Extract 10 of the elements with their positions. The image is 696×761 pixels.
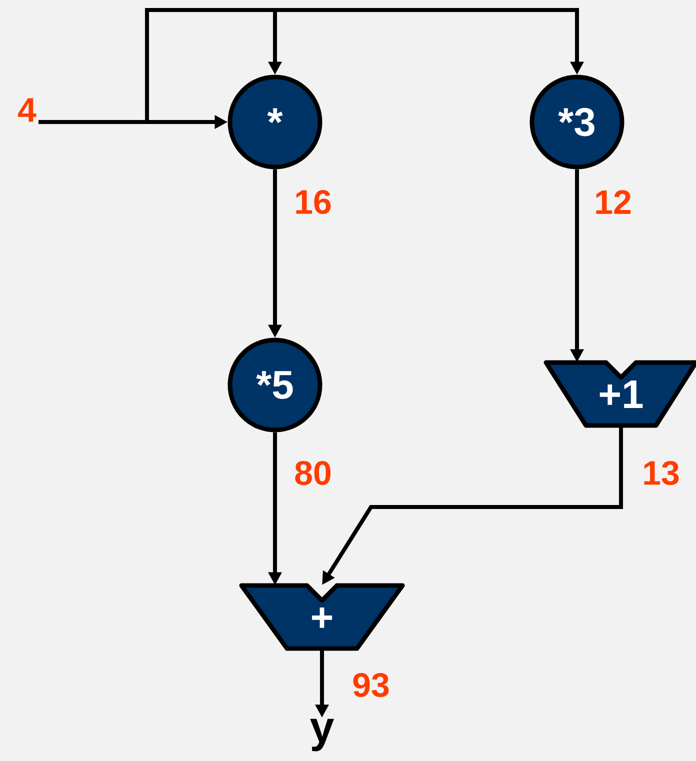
value-label: 93 <box>353 672 389 698</box>
input-value: 4 <box>18 98 36 122</box>
value-label: 12 <box>596 190 631 214</box>
value-label: 13 <box>644 460 679 486</box>
adder-block: +1 <box>544 360 696 428</box>
arrow <box>38 8 584 124</box>
value-label: 16 <box>296 190 331 214</box>
output-label: y <box>310 718 334 752</box>
value-label: 80 <box>295 460 330 486</box>
adder-block: + <box>239 583 405 651</box>
